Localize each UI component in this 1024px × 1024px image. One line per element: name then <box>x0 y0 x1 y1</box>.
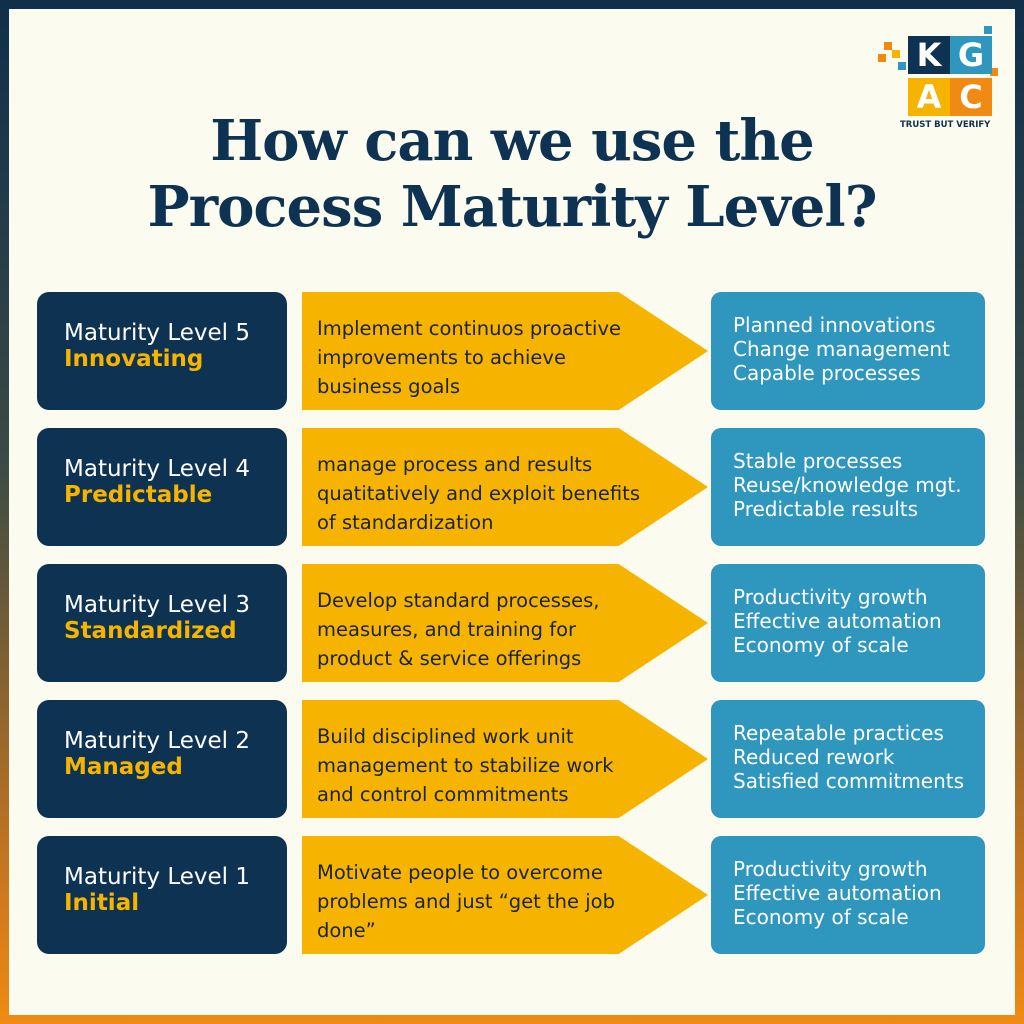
level-box: Maturity Level 3 Standardized <box>37 564 287 682</box>
page-title: How can we use the Process Maturity Leve… <box>0 108 1024 240</box>
level-box: Maturity Level 1 Initial <box>37 836 287 954</box>
level-description: manage process and results quatitatively… <box>317 453 640 534</box>
level-number: Maturity Level 4 <box>64 456 250 482</box>
benefit-item: Reuse/knowledge mgt. <box>733 473 962 497</box>
level-name: Managed <box>64 754 183 780</box>
level-box: Maturity Level 5 Innovating <box>37 292 287 410</box>
title-line-2: Process Maturity Level? <box>147 174 877 240</box>
maturity-row-3: Maturity Level 3 Standardized Develop st… <box>0 564 1024 682</box>
level-description: Implement continuos proactive improvemen… <box>317 317 621 398</box>
description-arrow: Implement continuos proactive improvemen… <box>302 292 708 410</box>
maturity-row-5: Maturity Level 5 Innovating Implement co… <box>0 292 1024 410</box>
logo-pixel-icon <box>878 54 886 62</box>
benefits-box: Productivity growth Effective automation… <box>711 836 985 954</box>
benefit-item: Productivity growth <box>733 857 928 881</box>
logo-letter-g: G <box>950 36 992 74</box>
benefit-item: Economy of scale <box>733 633 909 657</box>
benefits-box: Stable processes Reuse/knowledge mgt. Pr… <box>711 428 985 546</box>
level-name: Initial <box>64 890 140 916</box>
level-number: Maturity Level 3 <box>64 592 250 618</box>
logo-letter-a: A <box>908 78 950 116</box>
benefit-item: Economy of scale <box>733 905 909 929</box>
level-description: Motivate people to overcome problems and… <box>317 861 615 942</box>
logo-pixel-icon <box>898 62 906 70</box>
logo-letter-c: C <box>950 78 992 116</box>
level-box: Maturity Level 4 Predictable <box>37 428 287 546</box>
description-arrow: Motivate people to overcome problems and… <box>302 836 708 954</box>
title-line-1: How can we use the <box>210 108 814 174</box>
benefit-item: Effective automation <box>733 881 942 905</box>
maturity-row-1: Maturity Level 1 Initial Motivate people… <box>0 836 1024 954</box>
level-number: Maturity Level 1 <box>64 864 250 890</box>
benefit-item: Satisfied commitments <box>733 769 965 793</box>
benefits-box: Repeatable practices Reduced rework Sati… <box>711 700 985 818</box>
benefit-item: Productivity growth <box>733 585 928 609</box>
logo-pixel-icon <box>884 42 892 50</box>
level-name: Predictable <box>64 482 213 508</box>
logo-pixel-icon <box>892 50 900 58</box>
level-number: Maturity Level 2 <box>64 728 250 754</box>
benefits-box: Productivity growth Effective automation… <box>711 564 985 682</box>
level-name: Innovating <box>64 346 204 372</box>
level-number: Maturity Level 5 <box>64 320 250 346</box>
kgac-logo: K G A C TRUST BUT VERIFY <box>878 26 1002 138</box>
level-name: Standardized <box>64 618 237 644</box>
description-arrow: Build disciplined work unit management t… <box>302 700 708 818</box>
level-box: Maturity Level 2 Managed <box>37 700 287 818</box>
description-arrow: Develop standard processes, measures, an… <box>302 564 708 682</box>
maturity-row-2: Maturity Level 2 Managed Build disciplin… <box>0 700 1024 818</box>
benefits-box: Planned innovations Change management Ca… <box>711 292 985 410</box>
benefit-item: Effective automation <box>733 609 942 633</box>
benefit-item: Repeatable practices <box>733 721 944 745</box>
maturity-row-4: Maturity Level 4 Predictable manage proc… <box>0 428 1024 546</box>
benefit-item: Change management <box>733 337 950 361</box>
benefit-item: Reduced rework <box>733 745 895 769</box>
benefit-item: Planned innovations <box>733 313 936 337</box>
level-description: Build disciplined work unit management t… <box>317 725 614 806</box>
benefit-item: Stable processes <box>733 449 903 473</box>
logo-letter-k: K <box>908 36 950 74</box>
level-description: Develop standard processes, measures, an… <box>317 589 600 670</box>
description-arrow: manage process and results quatitatively… <box>302 428 708 546</box>
logo-pixel-icon <box>990 68 998 76</box>
benefit-item: Predictable results <box>733 497 919 521</box>
benefit-item: Capable processes <box>733 361 921 385</box>
logo-pixel-icon <box>984 26 992 34</box>
logo-tagline: TRUST BUT VERIFY <box>900 120 991 130</box>
